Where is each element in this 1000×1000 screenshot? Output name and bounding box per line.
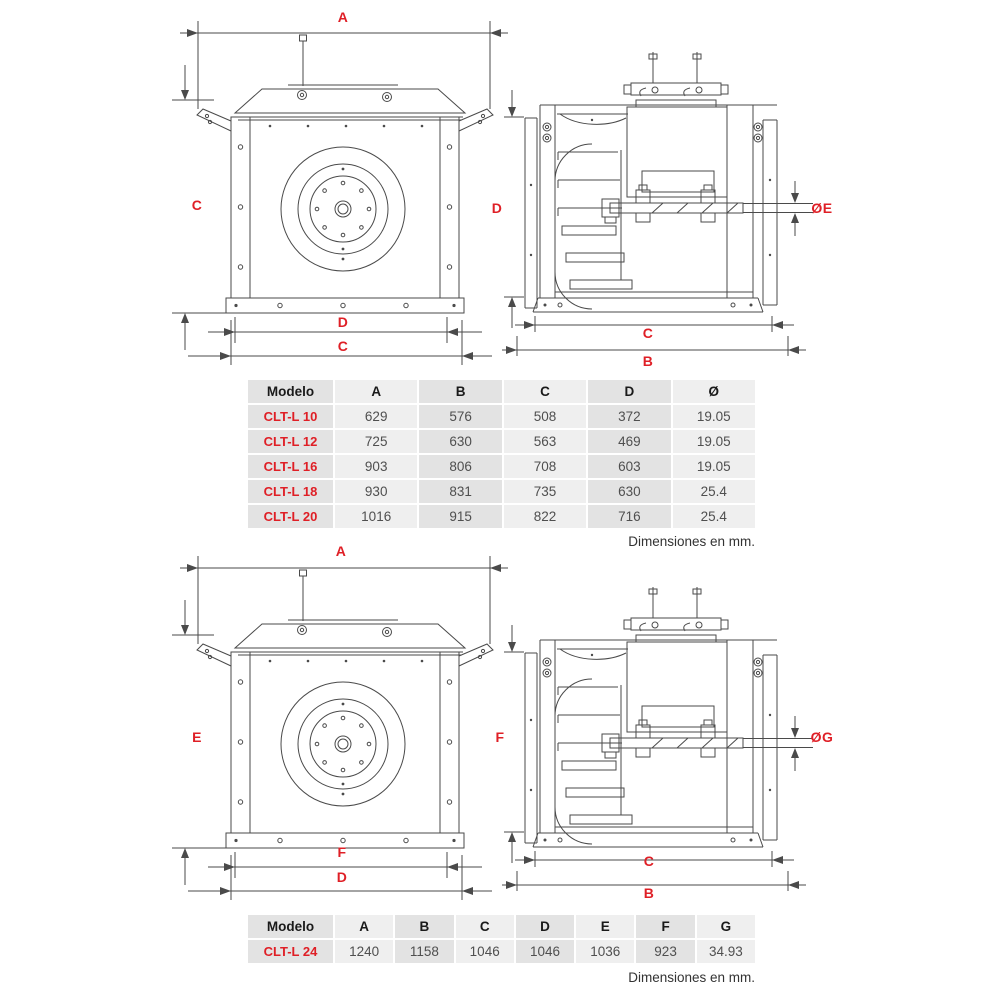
- value-cell: 34.93: [696, 940, 755, 963]
- dim-label-front1-top: A: [337, 9, 349, 25]
- value-cell: 629: [335, 405, 418, 428]
- dim-label-front2-left: E: [192, 729, 202, 745]
- header-cell: Modelo: [248, 380, 333, 403]
- units-note-1: Dimensiones en mm.: [628, 534, 755, 549]
- value-cell: 1046: [515, 940, 575, 963]
- value-cell: 1158: [395, 940, 454, 963]
- value-cell: 1036: [576, 940, 635, 963]
- value-cell: 1046: [455, 940, 514, 963]
- value-cell: 603: [588, 455, 671, 478]
- value-cell: 1240: [335, 940, 394, 963]
- value-cell: 19.05: [672, 455, 755, 478]
- header-cell: G: [696, 915, 755, 938]
- dim-label-front1-inner: D: [337, 314, 349, 330]
- value-cell: 25.4: [672, 505, 755, 528]
- front-view-drawing-2: [150, 540, 510, 910]
- dim-label-front1-left: C: [191, 197, 203, 213]
- header-cell: B: [419, 380, 502, 403]
- dim-label-side2-shaft: ØG: [810, 729, 834, 745]
- dim-label-front2-top: A: [335, 543, 347, 559]
- side-view-drawing-2: [500, 575, 880, 915]
- value-cell: 576: [419, 405, 502, 428]
- dim-label-side1-left: D: [491, 200, 503, 216]
- header-cell: Modelo: [248, 915, 333, 938]
- header-cell: A: [335, 380, 418, 403]
- value-cell: 469: [588, 430, 671, 453]
- value-cell: 831: [419, 480, 502, 503]
- value-cell: 735: [503, 480, 587, 503]
- side-view-drawing-1: [500, 40, 880, 380]
- model-cell: CLT-L 20: [248, 505, 333, 528]
- dim-label-front1-outer: C: [337, 338, 349, 354]
- value-cell: 708: [503, 455, 587, 478]
- value-cell: 1016: [335, 505, 418, 528]
- value-cell: 822: [503, 505, 587, 528]
- header-cell: A: [335, 915, 394, 938]
- header-cell: Ø: [672, 380, 755, 403]
- header-cell: B: [395, 915, 454, 938]
- value-cell: 19.05: [672, 430, 755, 453]
- value-cell: 903: [335, 455, 418, 478]
- value-cell: 19.05: [672, 405, 755, 428]
- dim-label-side2-inner: C: [643, 853, 655, 869]
- model-cell: CLT-L 16: [248, 455, 333, 478]
- value-cell: 915: [419, 505, 502, 528]
- value-cell: 630: [588, 480, 671, 503]
- header-cell: D: [515, 915, 575, 938]
- value-cell: 25.4: [672, 480, 755, 503]
- header-cell: F: [636, 915, 695, 938]
- dim-label-side1-inner: C: [642, 325, 654, 341]
- dim-label-side1-shaft: ØE: [811, 200, 833, 216]
- value-cell: 508: [503, 405, 587, 428]
- value-cell: 563: [503, 430, 587, 453]
- dim-label-side2-left: F: [495, 729, 505, 745]
- value-cell: 923: [636, 940, 695, 963]
- header-cell: D: [588, 380, 671, 403]
- units-note-2: Dimensiones en mm.: [628, 970, 755, 985]
- value-cell: 725: [335, 430, 418, 453]
- header-cell: C: [503, 380, 587, 403]
- model-cell: CLT-L 10: [248, 405, 333, 428]
- dim-label-side1-outer: B: [642, 353, 654, 369]
- model-cell: CLT-L 18: [248, 480, 333, 503]
- value-cell: 630: [419, 430, 502, 453]
- model-cell: CLT-L 12: [248, 430, 333, 453]
- value-cell: 372: [588, 405, 671, 428]
- header-cell: E: [576, 915, 635, 938]
- value-cell: 930: [335, 480, 418, 503]
- dim-label-side2-outer: B: [643, 885, 655, 901]
- value-cell: 716: [588, 505, 671, 528]
- front-view-drawing-1: [150, 5, 510, 375]
- dim-label-front2-inner: F: [337, 844, 347, 860]
- value-cell: 806: [419, 455, 502, 478]
- header-cell: C: [455, 915, 514, 938]
- model-cell: CLT-L 24: [248, 940, 333, 963]
- dim-label-front2-outer: D: [336, 869, 348, 885]
